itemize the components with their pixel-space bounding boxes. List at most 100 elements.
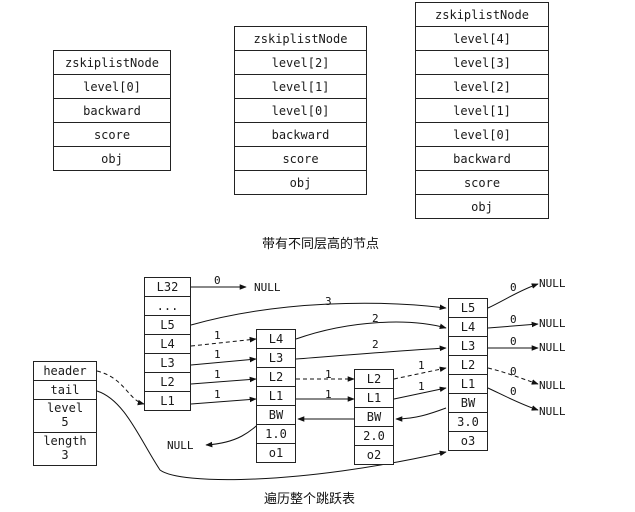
backward-cell: backward xyxy=(53,98,171,123)
span-label: 1 xyxy=(418,359,425,372)
level-cell: L2 xyxy=(448,355,488,375)
length-label: length xyxy=(43,434,87,449)
span-label: 0 xyxy=(510,335,517,348)
level-cell: L4 xyxy=(144,334,191,354)
span-label: 0 xyxy=(510,365,517,378)
null-label: NULL xyxy=(539,405,566,418)
span-label: 1 xyxy=(214,329,221,342)
level-cell: L2 xyxy=(256,367,296,387)
level-label: level xyxy=(46,401,84,416)
backward-cell: backward xyxy=(234,122,367,147)
level-cell: L2 xyxy=(144,372,191,392)
node-name-cell: zskiplistNode xyxy=(53,50,171,75)
span-label: 1 xyxy=(214,388,221,401)
node-3: L5 L4 L3 L2 L1 BW 3.0 o3 xyxy=(448,298,488,451)
score-cell: 3.0 xyxy=(448,412,488,432)
edge-l2-h xyxy=(190,376,257,385)
obj-cell: obj xyxy=(53,146,171,171)
zskiplist-struct: header tail level 5 length 3 xyxy=(33,361,97,466)
score-cell: 2.0 xyxy=(354,426,394,446)
span-label: 1 xyxy=(214,348,221,361)
edge-l1-n2 xyxy=(393,386,447,400)
level-cell: level[1] xyxy=(415,98,549,123)
node-level-1: zskiplistNode level[0] backward score ob… xyxy=(53,50,171,171)
header-field: header xyxy=(33,361,97,381)
caption-different-levels: 带有不同层高的节点 xyxy=(262,237,380,252)
null-label: NULL xyxy=(539,317,566,330)
span-label: 1 xyxy=(214,368,221,381)
span-label: 1 xyxy=(418,380,425,393)
level-cell: level[4] xyxy=(415,26,549,51)
edge-n3-l5-null xyxy=(487,283,539,309)
level-field: level 5 xyxy=(33,399,97,433)
span-label: 1 xyxy=(325,388,332,401)
edge-bw-n3-n2 xyxy=(395,407,447,422)
span-label: 1 xyxy=(325,368,332,381)
edge-n3-l1-null xyxy=(487,387,539,411)
node-name-cell: zskiplistNode xyxy=(234,26,367,51)
edge-l1-h xyxy=(190,396,257,405)
null-label: NULL xyxy=(539,379,566,392)
level-cell: L3 xyxy=(448,336,488,356)
node-1: L4 L3 L2 L1 BW 1.0 o1 xyxy=(256,329,296,463)
edge-l2-n2 xyxy=(393,366,447,380)
edge-list-header xyxy=(96,370,145,406)
span-label: 2 xyxy=(372,338,379,351)
obj-cell: o1 xyxy=(256,443,296,463)
backward-cell: BW xyxy=(354,407,394,427)
obj-cell: o2 xyxy=(354,445,394,465)
null-label: NULL xyxy=(539,277,566,290)
level-cell: level[0] xyxy=(415,122,549,147)
edge-list-tail xyxy=(96,390,447,481)
edge-l4-h xyxy=(190,336,257,347)
edge-l3-h xyxy=(190,356,257,366)
span-label: 0 xyxy=(510,313,517,326)
level-cell: L4 xyxy=(256,329,296,349)
obj-cell: obj xyxy=(234,170,367,195)
length-field: length 3 xyxy=(33,432,97,466)
null-label: NULL xyxy=(167,439,194,452)
obj-cell: o3 xyxy=(448,431,488,451)
header-node: L32 ... L5 L4 L3 L2 L1 xyxy=(144,277,191,411)
span-label: 0 xyxy=(510,385,517,398)
edge-l5 xyxy=(190,302,447,326)
span-label: 3 xyxy=(325,295,332,308)
level-cell: L2 xyxy=(354,369,394,389)
level-cell: level[2] xyxy=(234,50,367,75)
caption-traverse: 遍历整个跳跃表 xyxy=(264,492,356,507)
level-cell: L3 xyxy=(256,348,296,368)
level-cell: L4 xyxy=(448,317,488,337)
length-value: 3 xyxy=(61,448,69,462)
level-cell: L5 xyxy=(448,298,488,318)
level-cell: L1 xyxy=(354,388,394,408)
ellipsis-cell: ... xyxy=(144,296,191,316)
tail-field: tail xyxy=(33,380,97,400)
level-cell: L5 xyxy=(144,315,191,335)
level-cell: L1 xyxy=(144,391,191,411)
level-cell: level[2] xyxy=(415,74,549,99)
level-cell: L1 xyxy=(256,386,296,406)
null-label: NULL xyxy=(539,341,566,354)
level-cell: L1 xyxy=(448,374,488,394)
null-label: NULL xyxy=(254,281,281,294)
obj-cell: obj xyxy=(415,194,549,219)
edge-l3-n1 xyxy=(295,345,447,360)
backward-cell: BW xyxy=(256,405,296,425)
span-label: 0 xyxy=(214,274,221,287)
level-cell: L32 xyxy=(144,277,191,297)
node-level-3: zskiplistNode level[2] level[1] level[0]… xyxy=(234,26,367,195)
edge-n3-l4-null xyxy=(487,321,539,329)
backward-cell: BW xyxy=(448,393,488,413)
edge-l4-n1 xyxy=(295,321,447,340)
node-level-5: zskiplistNode level[4] level[3] level[2]… xyxy=(415,2,549,219)
level-value: 5 xyxy=(61,415,69,429)
span-label: 0 xyxy=(510,281,517,294)
level-cell: L3 xyxy=(144,353,191,373)
score-cell: 1.0 xyxy=(256,424,296,444)
score-cell: score xyxy=(415,170,549,195)
node-name-cell: zskiplistNode xyxy=(415,2,549,27)
node-2: L2 L1 BW 2.0 o2 xyxy=(354,369,394,465)
span-label: 2 xyxy=(372,312,379,325)
level-cell: level[3] xyxy=(415,50,549,75)
